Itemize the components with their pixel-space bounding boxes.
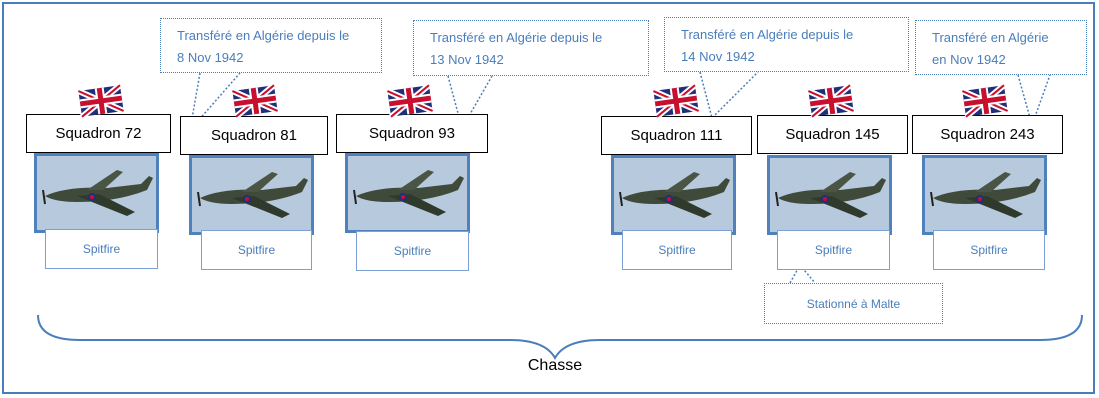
spitfire-plane-icon bbox=[770, 158, 889, 232]
spitfire-image-81 bbox=[189, 155, 314, 235]
squadron-72-label: Squadron 72 bbox=[26, 114, 171, 153]
squadron-145-label: Squadron 145 bbox=[757, 115, 908, 154]
callout-111-line1: Transféré en Algérie depuis le bbox=[681, 27, 854, 42]
squadron-81-label: Squadron 81 bbox=[180, 116, 328, 155]
spitfire-plane-icon bbox=[37, 156, 156, 230]
spitfire-plane-icon bbox=[925, 158, 1044, 232]
spitfire-plane-icon bbox=[614, 158, 733, 232]
callout-93-line2: 13 Nov 1942 bbox=[430, 52, 504, 67]
spitfire-image-145 bbox=[767, 155, 892, 235]
callout-243-line2: en Nov 1942 bbox=[932, 52, 1006, 67]
union-jack-flag-icon bbox=[807, 84, 855, 118]
union-jack-flag-icon bbox=[231, 84, 279, 118]
callout-squadron-93: Transféré en Algérie depuis le 13 Nov 19… bbox=[413, 20, 649, 76]
aircraft-type-145: Spitfire bbox=[777, 230, 890, 270]
spitfire-plane-icon bbox=[192, 158, 311, 232]
aircraft-type-72: Spitfire bbox=[45, 229, 158, 269]
callout-243-line1: Transféré en Algérie bbox=[932, 30, 1049, 45]
spitfire-plane-icon bbox=[348, 156, 467, 230]
squadron-93-label: Squadron 93 bbox=[336, 114, 488, 153]
callout-81-line2: 8 Nov 1942 bbox=[177, 50, 244, 65]
squadron-243-label: Squadron 243 bbox=[912, 115, 1063, 154]
spitfire-image-93 bbox=[345, 153, 470, 233]
callout-squadron-243: Transféré en Algérie en Nov 1942 bbox=[915, 20, 1087, 75]
union-jack-flag-icon bbox=[77, 84, 125, 118]
union-jack-flag-icon bbox=[961, 84, 1009, 118]
aircraft-type-243: Spitfire bbox=[933, 230, 1045, 270]
aircraft-type-81: Spitfire bbox=[201, 230, 312, 270]
callout-81-line1: Transféré en Algérie depuis le bbox=[177, 28, 350, 43]
callout-93-line1: Transféré en Algérie depuis le bbox=[430, 30, 603, 45]
group-label-chasse: Chasse bbox=[527, 357, 583, 374]
aircraft-type-93: Spitfire bbox=[356, 231, 469, 271]
aircraft-type-111: Spitfire bbox=[622, 230, 732, 270]
callout-squadron-81: Transféré en Algérie depuis le 8 Nov 194… bbox=[160, 18, 382, 73]
union-jack-flag-icon bbox=[386, 84, 434, 118]
spitfire-image-72 bbox=[34, 153, 159, 233]
union-jack-flag-icon bbox=[652, 84, 700, 118]
spitfire-image-243 bbox=[922, 155, 1047, 235]
diagram-frame bbox=[2, 2, 1095, 394]
spitfire-image-111 bbox=[611, 155, 736, 235]
callout-111-line2: 14 Nov 1942 bbox=[681, 49, 755, 64]
malte-note: Stationné à Malte bbox=[764, 283, 943, 324]
callout-squadron-111: Transféré en Algérie depuis le 14 Nov 19… bbox=[664, 17, 909, 72]
squadron-111-label: Squadron 111 bbox=[601, 116, 752, 155]
